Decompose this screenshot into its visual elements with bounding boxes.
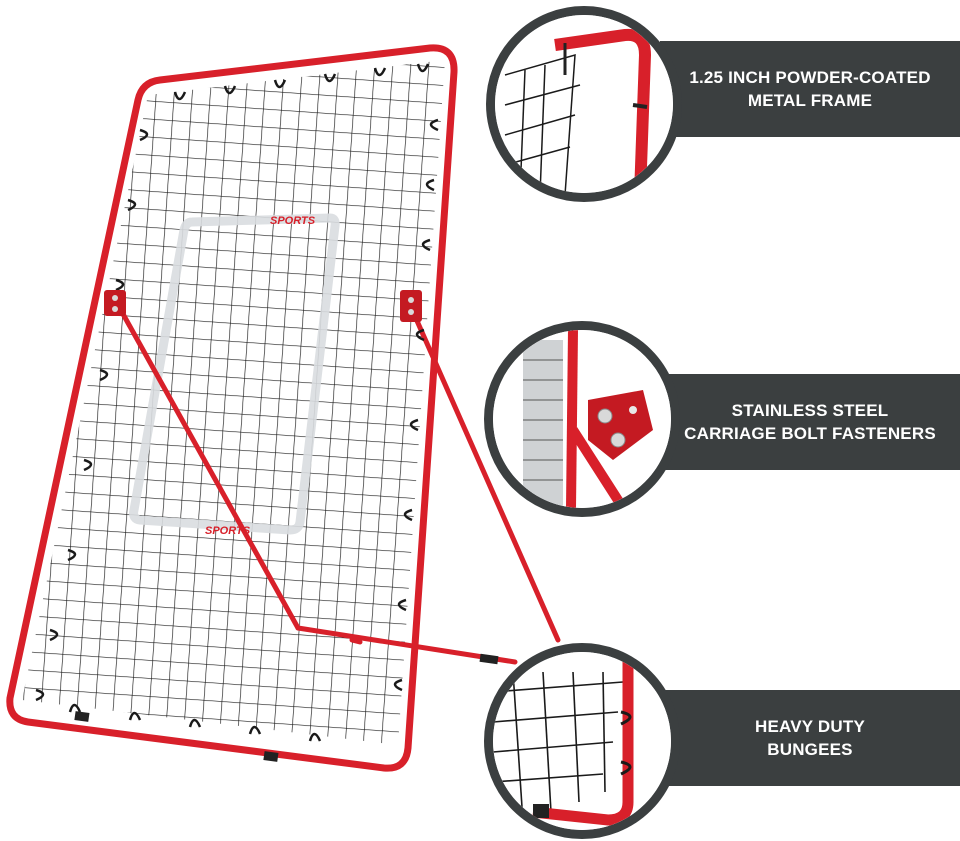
feature-line: CARRIAGE BOLT FASTENERS xyxy=(684,424,936,443)
feature-line: STAINLESS STEEL xyxy=(731,401,889,420)
target-zone xyxy=(129,213,340,535)
brand-mark-bottom: SPORTS xyxy=(205,525,251,537)
bungee-loops xyxy=(35,63,439,742)
bolt-brackets xyxy=(104,290,422,322)
feature-line: 1.25 INCH POWDER-COATED xyxy=(689,68,931,87)
bolt-detail-zoom xyxy=(484,321,680,517)
frame-detail-zoom xyxy=(486,6,682,202)
support-legs xyxy=(115,302,561,665)
feature-banner: 1.25 INCH POWDER-COATED METAL FRAME xyxy=(660,41,960,137)
feature-banner: HEAVY DUTY BUNGEES xyxy=(660,690,960,786)
feature-line: BUNGEES xyxy=(767,740,853,759)
corner-caps xyxy=(74,711,279,762)
feature-line: HEAVY DUTY xyxy=(754,717,865,736)
bungee-detail-zoom xyxy=(484,643,680,839)
brand-mark-top: SPORTS xyxy=(270,215,316,227)
metal-frame xyxy=(6,44,458,772)
feature-banner: STAINLESS STEEL CARRIAGE BOLT FASTENERS xyxy=(660,374,960,470)
feature-line: METAL FRAME xyxy=(747,91,873,110)
